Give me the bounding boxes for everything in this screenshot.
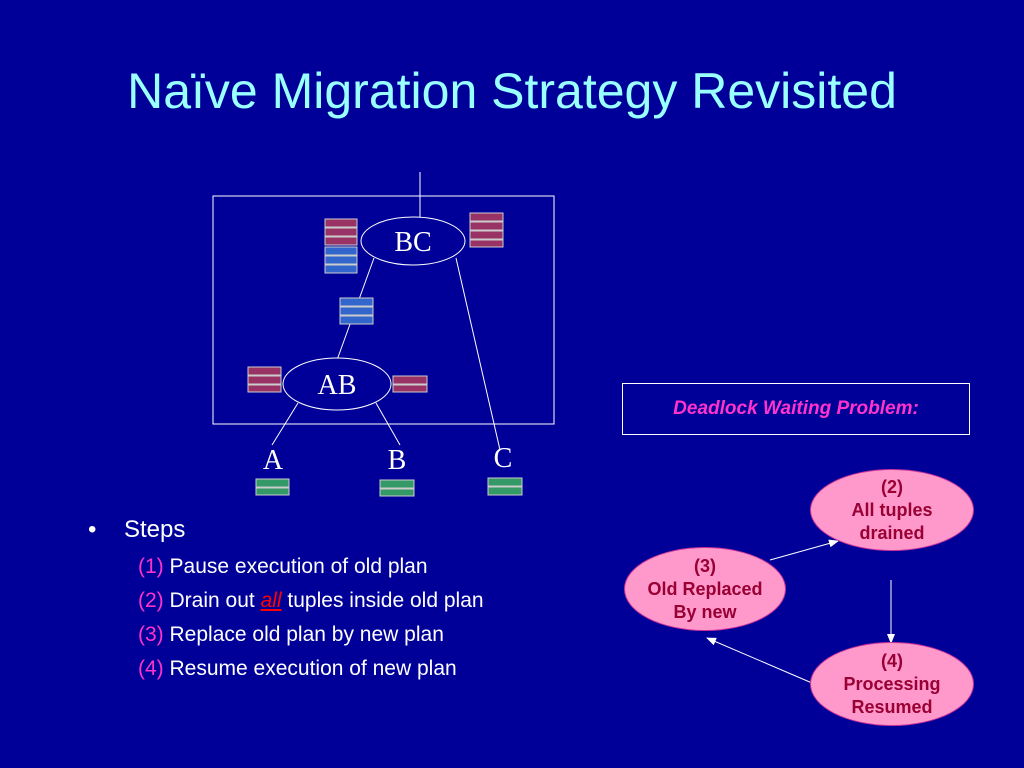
tuple-queue-ab-left-red	[247, 366, 282, 393]
state-bubble-resumed: (4) Processing Resumed	[810, 642, 974, 726]
tuple-queue-bc-right-red	[469, 212, 504, 248]
tuple-queue-leaf-b	[379, 479, 415, 497]
step-item: (2) Drain out all tuples inside old plan	[138, 584, 484, 618]
state-line: Resumed	[851, 696, 933, 717]
step-number: (1)	[138, 555, 164, 578]
step-item: (4) Resume execution of new plan	[138, 652, 484, 686]
state-bubble-replaced: (3) Old Replaced By new	[624, 547, 786, 631]
bullet-dot: •	[88, 516, 97, 543]
state-line: By new	[673, 601, 737, 622]
leaf-b-label: B	[388, 445, 407, 476]
tuple-queue-ab-right-red	[392, 375, 428, 393]
step-number: (3)	[138, 623, 164, 646]
operator-bc	[360, 216, 466, 266]
slide-title: Naïve Migration Strategy Revisited	[127, 63, 897, 119]
tuple-queue-bc-left-red	[324, 218, 358, 246]
step-number: (4)	[138, 657, 164, 680]
operator-bc-label: BC	[394, 227, 431, 258]
step-number: (2)	[138, 589, 164, 612]
state-line: All tuples	[851, 499, 933, 520]
deadlock-label-box: Deadlock Waiting Problem:	[622, 383, 970, 435]
old-plan-box	[212, 195, 555, 425]
step-item: (1) Pause execution of old plan	[138, 550, 484, 584]
step-text-post: tuples inside old plan	[281, 589, 484, 612]
operator-ab-label: AB	[318, 370, 357, 401]
state-line: drained	[859, 522, 925, 543]
arrow-4-to-3	[706, 637, 813, 684]
tuple-queue-mid-blue	[339, 297, 374, 325]
state-number: (3)	[694, 555, 716, 576]
state-number: (2)	[881, 476, 903, 497]
operator-ab	[282, 357, 392, 411]
tuple-queue-bc-left-blue	[324, 246, 358, 274]
tuple-queue-leaf-c	[487, 477, 523, 496]
state-line: Processing	[843, 673, 941, 694]
step-text: Replace old plan by new plan	[169, 623, 444, 646]
edge-bc-c	[455, 257, 501, 451]
edge-ab-b	[375, 402, 401, 446]
step-text-pre: Drain out	[169, 589, 261, 612]
step-text: Resume execution of new plan	[169, 657, 457, 680]
tuple-queue-leaf-a	[255, 478, 290, 496]
arrow-3-to-2	[769, 539, 839, 561]
steps-heading: Steps	[124, 516, 186, 543]
state-line: Old Replaced	[647, 578, 763, 599]
state-bubble-drained: (2) All tuples drained	[810, 469, 974, 551]
leaf-c-label: C	[494, 443, 513, 474]
step-item: (3) Replace old plan by new plan	[138, 618, 484, 652]
state-number: (4)	[881, 650, 903, 671]
steps-list: • Steps (1) Pause execution of old plan …	[88, 516, 484, 686]
edge-ab-a	[271, 402, 299, 446]
step-text: Pause execution of old plan	[169, 555, 428, 578]
step-emphasis: all	[260, 589, 282, 612]
leaf-a-label: A	[263, 445, 284, 476]
